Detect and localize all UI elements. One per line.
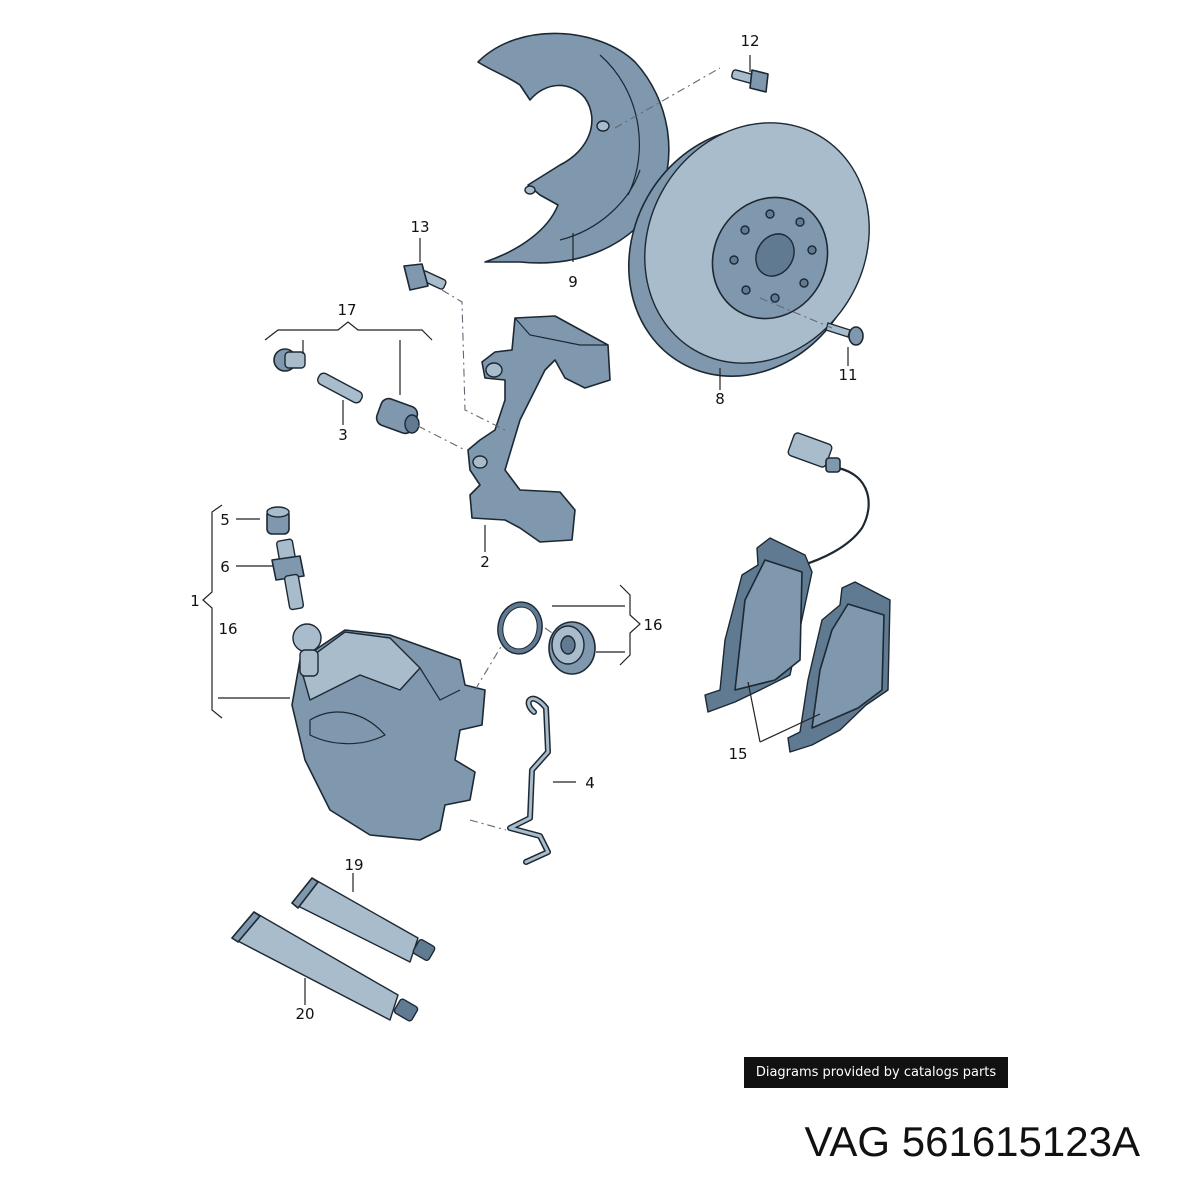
- assembly-lines: [417, 67, 833, 831]
- leader-lines: [202, 55, 849, 1005]
- brake-disc: [627, 122, 870, 377]
- callout-9: 9: [568, 273, 578, 291]
- caliper-carrier: [467, 315, 611, 543]
- wear-sensor: [787, 432, 870, 568]
- disc-screw-11: [825, 322, 864, 346]
- callout-16-left: 16: [218, 620, 237, 638]
- callout-16-right: 16: [643, 616, 662, 634]
- callout-6: 6: [220, 558, 230, 576]
- bolt-12: [731, 69, 769, 93]
- callout-3: 3: [338, 426, 348, 444]
- callout-1: 1: [190, 592, 200, 610]
- brake-pad-inner: [704, 537, 813, 713]
- bleeder-cap-5: [266, 506, 290, 535]
- guide-pin-3: [317, 372, 363, 404]
- brake-pad-outer: [787, 581, 891, 753]
- piston: [548, 621, 596, 675]
- credit-badge: Diagrams provided by catalogs parts: [744, 1057, 1008, 1088]
- callout-12: 12: [740, 32, 759, 50]
- callout-20: 20: [295, 1005, 314, 1023]
- callout-8: 8: [715, 390, 725, 408]
- guide-bushing: [375, 397, 420, 435]
- grease-tube-19: [291, 877, 436, 963]
- callout-19: 19: [344, 856, 363, 874]
- callout-17: 17: [337, 301, 356, 319]
- callout-5: 5: [220, 511, 230, 529]
- callout-11: 11: [838, 366, 857, 384]
- retaining-spring: [507, 695, 551, 865]
- disc-bolt-holes: [729, 209, 817, 303]
- bleeder-screw-6: [271, 538, 305, 611]
- callout-15: 15: [728, 745, 747, 763]
- callout-numbers: 12 9 13 17 3 11 8 2 5 6 1 16 16 4 15 19 …: [190, 32, 857, 1023]
- caliper-housing: [291, 623, 486, 841]
- grease-tube-20: [231, 911, 419, 1022]
- bolt-13: [403, 263, 447, 291]
- piston-seal: [497, 601, 543, 655]
- part-number-title: VAG 561615123A: [804, 1118, 1141, 1165]
- callout-13: 13: [410, 218, 429, 236]
- splash-shield: [477, 32, 670, 264]
- guide-pin-cap: [273, 348, 306, 372]
- callout-4: 4: [585, 774, 595, 792]
- callout-2: 2: [480, 553, 490, 571]
